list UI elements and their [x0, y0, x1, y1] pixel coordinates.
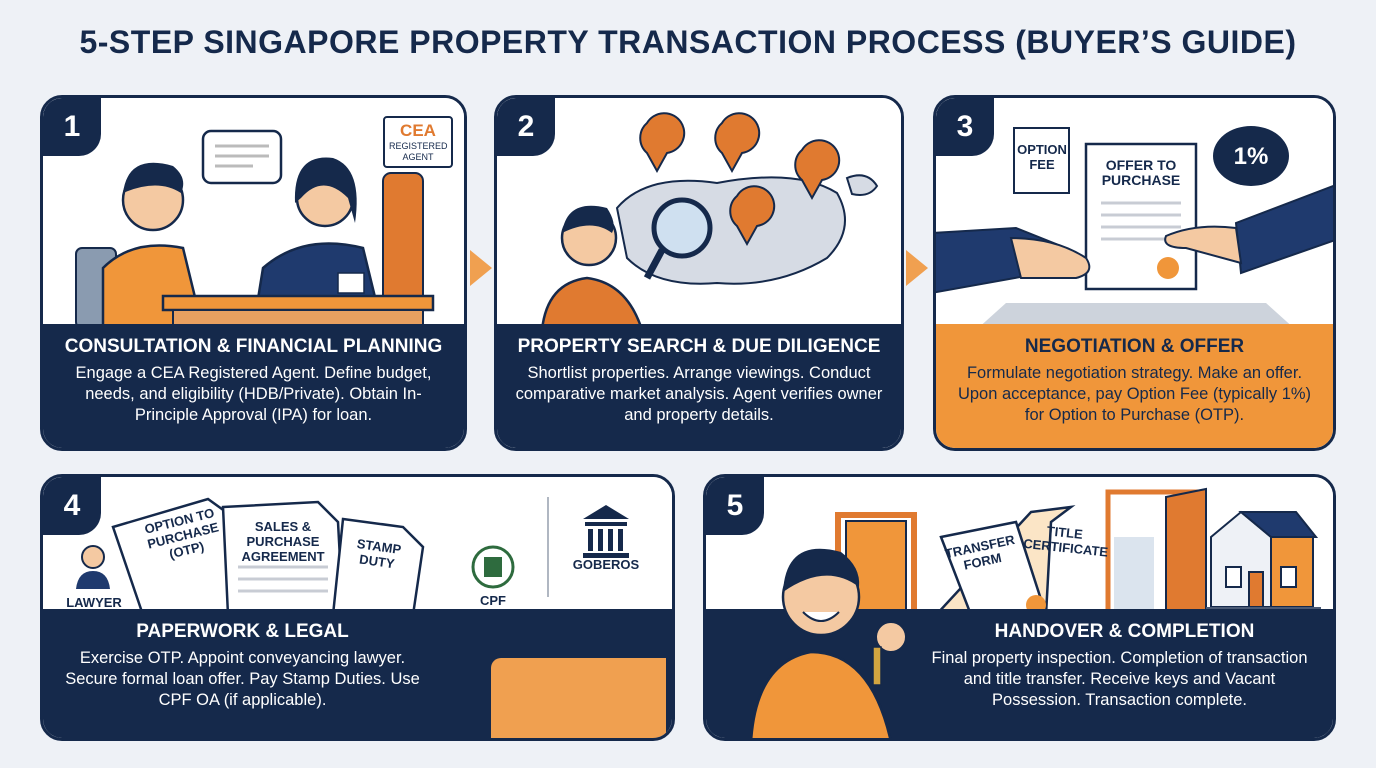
step-heading: NEGOTIATION & OFFER: [1024, 336, 1245, 357]
step-heading: HANDOVER & COMPLETION: [994, 621, 1255, 642]
cea-registered-agent-badge: CEA REGISTERED AGENT: [383, 116, 453, 168]
step-body: Exercise OTP. Appoint conveyancing lawye…: [65, 649, 420, 709]
step-body: Shortlist properties. Arrange viewings. …: [515, 364, 883, 424]
step-1-description: CONSULTATION & FINANCIAL PLANNING Engage…: [43, 324, 464, 448]
cpf-label: CPF: [480, 593, 506, 608]
registered-agent-text: REGISTERED AGENT: [389, 141, 448, 162]
map-search-icon: [540, 112, 879, 330]
folder-icon: [491, 658, 666, 738]
step-heading: PROPERTY SEARCH & DUE DILIGENCE: [517, 336, 881, 357]
step-number: 5: [706, 477, 764, 535]
step-number: 3: [936, 98, 994, 156]
offer-to-purchase-doc-label: OFFER TO PURCHASE: [1101, 157, 1181, 188]
handover-illustration: TRANSFER FORM TITLE CERTIFICATE: [706, 477, 1333, 615]
handshake-document-icon: [936, 126, 1333, 330]
step-5-card: 5 TRANSFER FORM TITLE CERTIFICATE HANDOV…: [703, 474, 1336, 741]
step-heading: PAPERWORK & LEGAL: [136, 621, 349, 642]
step-number: 1: [43, 98, 101, 156]
arrow-right-icon: [470, 250, 492, 286]
consultation-illustration: CEA REGISTERED AGENT: [43, 98, 464, 330]
cea-logo: CEA: [400, 121, 436, 140]
step-body: Engage a CEA Registered Agent. Define bu…: [75, 364, 432, 424]
step-body: Final property inspection. Completion of…: [931, 649, 1308, 709]
step-heading: CONSULTATION & FINANCIAL PLANNING: [64, 336, 443, 357]
step-1-card: 1 CEA REGISTERED AGENT CONSULTATION & FI…: [40, 95, 467, 451]
gov-label: GOBEROS: [572, 557, 640, 572]
property-search-illustration: [497, 98, 901, 330]
step-4-description: PAPERWORK & LEGAL Exercise OTP. Appoint …: [43, 609, 672, 738]
step-3-card: 3 OPTION FEE OFFER TO PURCHASE 1% NEGOTI…: [933, 95, 1336, 451]
step-number: 2: [497, 98, 555, 156]
step-3-description: NEGOTIATION & OFFER Formulate negotiatio…: [936, 324, 1333, 448]
person-holding-keys-icon: [750, 548, 907, 738]
paperwork-illustration: LAWYER OPTION TO PURCHASE (OTP) SALES & …: [43, 477, 672, 615]
step-2-description: PROPERTY SEARCH & DUE DILIGENCE Shortlis…: [497, 324, 901, 448]
option-fee-doc-label: OPTION FEE: [1017, 142, 1067, 172]
negotiation-illustration: OPTION FEE OFFER TO PURCHASE 1%: [936, 98, 1333, 330]
arrow-right-icon: [906, 250, 928, 286]
handover-scene-icon: [835, 487, 1321, 615]
step-body: Formulate negotiation strategy. Make an …: [957, 364, 1312, 424]
step-4-card: 4 LAWYER OPTION TO PURCHASE (OTP) SALES …: [40, 474, 675, 741]
lawyer-label: LAWYER: [66, 595, 122, 610]
legal-documents-icon: [76, 497, 629, 615]
one-percent-bubble: 1%: [1233, 143, 1269, 170]
consultation-scene-icon: [75, 129, 435, 330]
step-number: 4: [43, 477, 101, 535]
step-2-card: 2 PROPERTY SEARCH & DUE DILIGENCE Shortl…: [494, 95, 904, 451]
page-title: 5-STEP SINGAPORE PROPERTY TRANSACTION PR…: [79, 24, 1297, 60]
spa-doc-label: SALES & PURCHASE AGREEMENT: [241, 519, 325, 564]
